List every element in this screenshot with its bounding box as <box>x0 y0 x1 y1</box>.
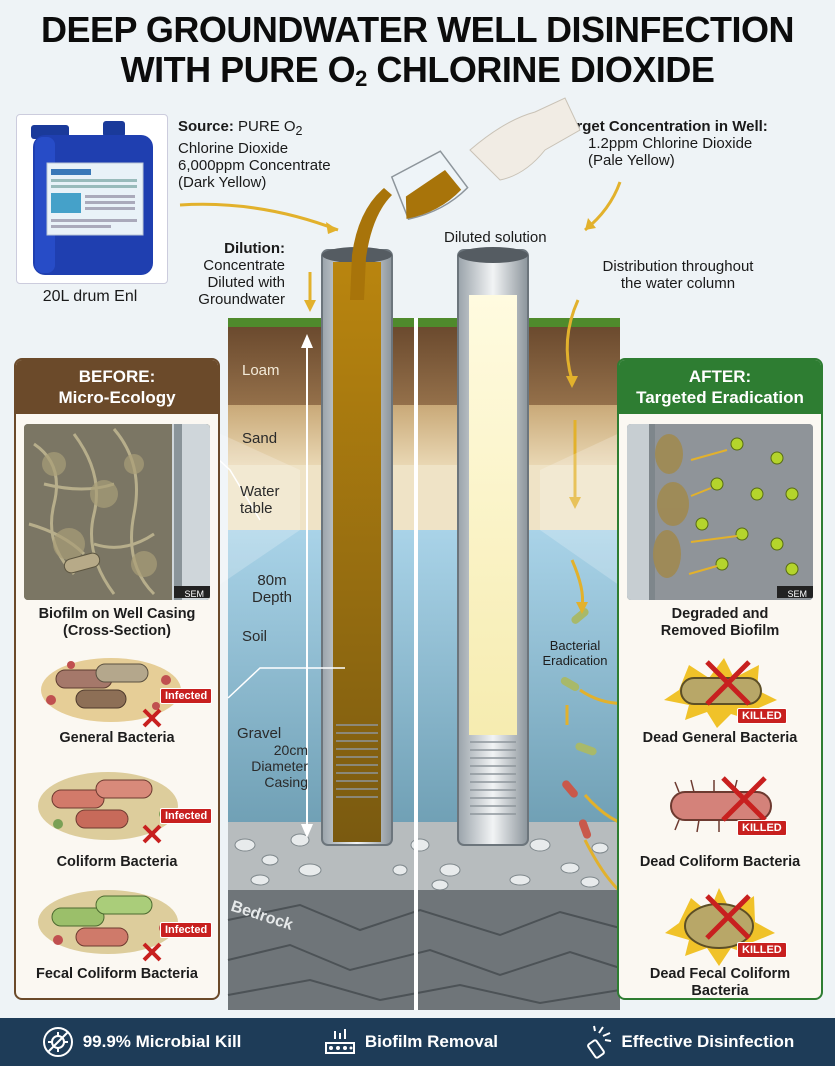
drum-image <box>16 114 168 284</box>
right-magnify-cone <box>540 430 626 590</box>
disinfection-spray-icon <box>587 1025 612 1059</box>
right-diluted-column <box>469 295 517 735</box>
sand-label: Sand <box>242 430 278 447</box>
after-sem-label: SEM <box>787 589 807 599</box>
after-item-label: Dead General Bacteria <box>642 730 798 746</box>
before-item-label: Coliform Bacteria <box>56 854 178 870</box>
floating-dead-bacteria <box>560 608 597 839</box>
aquifer-layer <box>228 530 620 830</box>
loam-label: Loam <box>242 362 280 379</box>
source-label: Source: PURE O2 Chlorine Dioxide 6,000pp… <box>178 118 331 191</box>
title-line-1: DEEP GROUNDWATER WELL DISINFECTION <box>40 9 795 50</box>
casing-label: 20cm Diameter Casing <box>251 742 308 790</box>
footer-item-microbial-kill: 99.9% Microbial Kill <box>41 1025 241 1059</box>
before-sem-image: SEM <box>24 424 210 600</box>
water-table-layer <box>228 465 620 533</box>
after-item-label: Dead Fecal Coliform Bacteria <box>649 966 791 999</box>
distribution-label: Distribution throughout the water column <box>602 258 754 292</box>
before-item-fecal: Infected Fecal Coliform Bacteria <box>16 878 218 988</box>
pour-stream <box>350 188 392 300</box>
after-item-fecal: KILLED Dead Fecal Coliform Bacteria <box>619 878 821 999</box>
soil-label: Soil <box>242 628 268 645</box>
depth-label: 80m Depth <box>252 572 293 606</box>
hand-beaker-icon <box>390 97 581 220</box>
coliform-bacteria-icon <box>38 772 178 844</box>
well-cross-section <box>179 97 656 1010</box>
bedrock-layer <box>228 890 620 1010</box>
bacterial-eradication-label: Bacterial Eradication <box>542 638 608 668</box>
left-magnify-cone <box>212 430 300 590</box>
footer-bar: 99.9% Microbial Kill Biofilm Removal Eff… <box>0 1018 835 1066</box>
diluted-solution-label: Diluted solution <box>444 229 547 246</box>
before-panel-header: BEFORE: Micro-Ecology <box>16 360 218 414</box>
left-concentrate-column <box>333 262 381 842</box>
before-panel: BEFORE: Micro-Ecology SEM Biofilm on Wel… <box>14 358 220 1000</box>
title-line-2: WITH PURE O2 CHLORINE DIOXIDE <box>120 49 715 92</box>
drum-caption: 20L drum Enl <box>42 288 138 305</box>
grass-strip <box>228 318 620 328</box>
page-title: DEEP GROUNDWATER WELL DISINFECTION WITH … <box>0 10 835 99</box>
general-bacteria-icon <box>41 658 181 728</box>
after-sem-caption: Degraded and Removed Biofilm <box>660 606 780 639</box>
footer-item-effective-disinfection: Effective Disinfection <box>579 1025 794 1059</box>
drum-icon <box>31 121 153 275</box>
after-panel-header: AFTER: Targeted Eradication <box>619 360 821 414</box>
after-panel: AFTER: Targeted Eradication SEM <box>617 358 823 1000</box>
after-item-coliform: KILLED Dead Coliform Bacteria <box>619 760 821 872</box>
killed-tag: KILLED <box>737 942 787 958</box>
infected-tag: Infected <box>160 688 213 704</box>
after-item-label: Dead Coliform Bacteria <box>639 854 801 870</box>
dead-coliform-bacteria-icon <box>670 776 772 833</box>
footer-item-biofilm-removal: Biofilm Removal <box>323 1025 498 1059</box>
dilution-label: Dilution: Concentrate Diluted with Groun… <box>198 240 285 308</box>
water-table-label: Water table <box>240 483 280 517</box>
before-item-label: Fecal Coliform Bacteria <box>36 966 198 982</box>
gravel-label: Gravel <box>237 725 282 742</box>
before-item-coliform: Infected Coliform Bacteria <box>16 760 218 872</box>
infected-tag: Infected <box>160 922 213 938</box>
after-item-general: KILLED Dead General Bacteria <box>619 650 821 750</box>
killed-tag: KILLED <box>737 708 787 724</box>
loam-layer <box>228 327 620 405</box>
biofilm-removal-icon <box>324 1029 355 1054</box>
before-item-label: General Bacteria <box>59 730 175 746</box>
microbe-kill-icon <box>42 1027 73 1057</box>
before-sem-label: SEM <box>184 589 204 599</box>
gravel-layer <box>228 822 620 892</box>
before-sem-caption: Biofilm on Well Casing (Cross-Section) <box>38 606 196 639</box>
killed-tag: KILLED <box>737 820 787 836</box>
infected-tag: Infected <box>160 808 213 824</box>
after-sem-image: SEM <box>627 424 813 600</box>
dead-general-bacteria-icon <box>664 658 777 728</box>
before-item-general: Infected General Bacteria <box>16 650 218 750</box>
target-label: Target Concentration in Well: 1.2ppm Chl… <box>560 118 768 169</box>
sand-layer <box>228 405 620 465</box>
dead-fecal-coliform-bacteria-icon <box>665 888 775 966</box>
